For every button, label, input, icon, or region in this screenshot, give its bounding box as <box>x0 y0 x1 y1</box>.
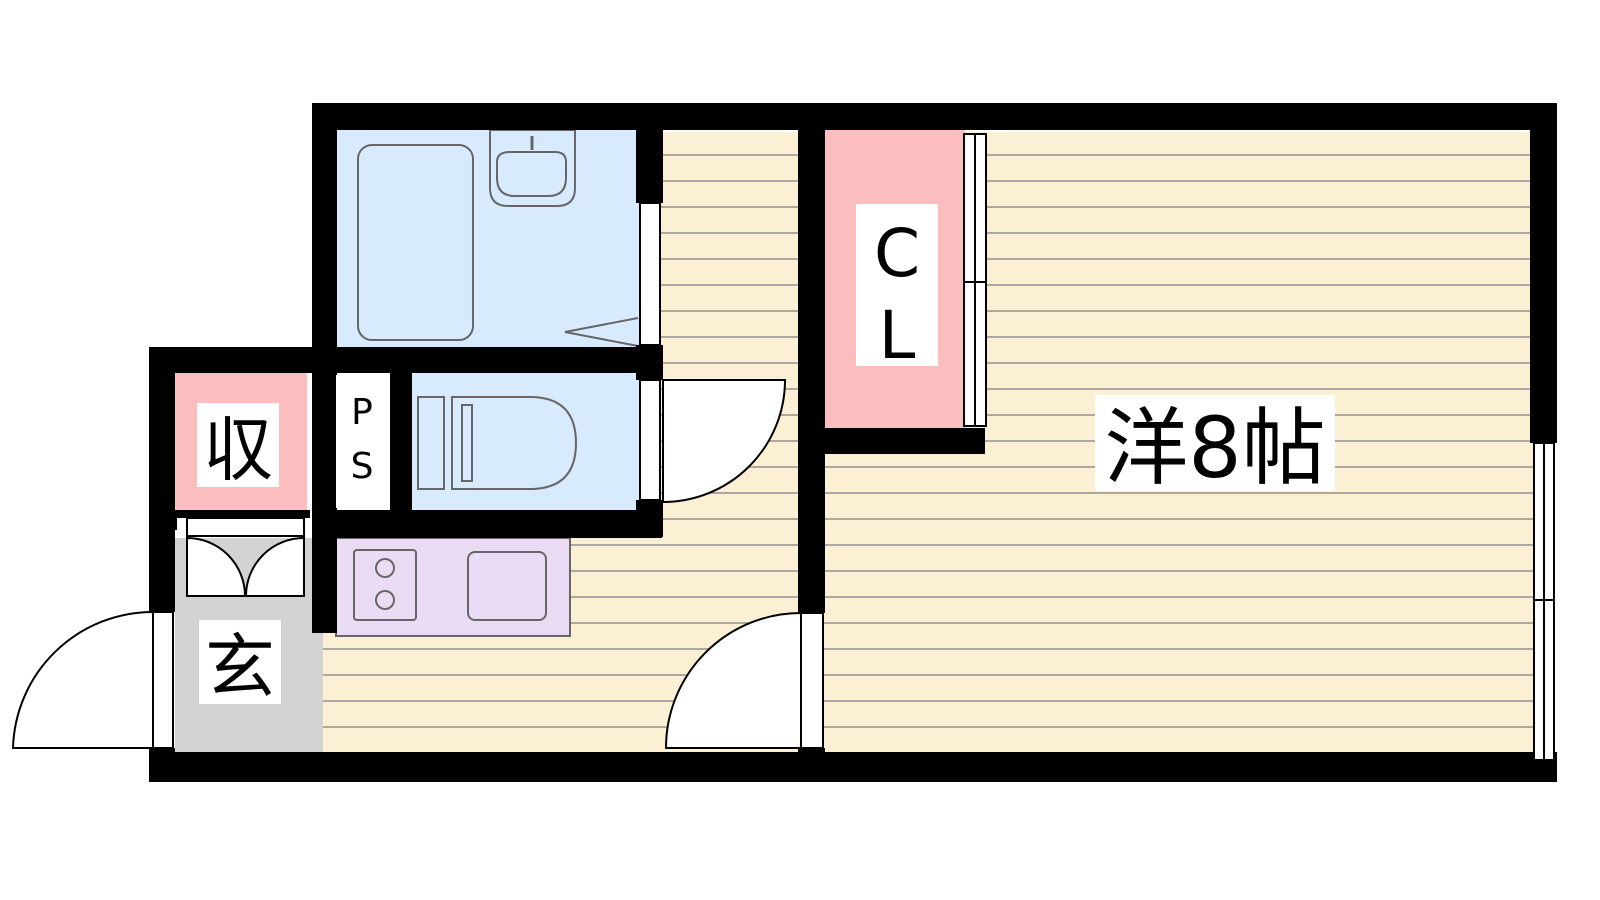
bathtub <box>357 144 474 341</box>
window <box>963 133 1555 761</box>
entrance-label-bg <box>199 620 281 704</box>
pipe-space-label-s: S <box>351 446 374 487</box>
toilet-bowl <box>451 396 578 490</box>
burner-icon <box>375 590 395 610</box>
washbasin-bowl <box>496 151 567 197</box>
entrance-label: 玄 <box>205 626 275 708</box>
stove <box>353 549 417 621</box>
storage-label: 収 <box>203 409 273 491</box>
sink <box>467 551 547 621</box>
closet-label-c: C <box>874 215 920 292</box>
door-jambs <box>152 202 824 749</box>
western-room-label: 洋8帖 <box>1104 399 1325 497</box>
western-room-label-bg <box>1095 395 1335 491</box>
washbasin <box>489 129 576 207</box>
toilet-tank <box>417 396 445 490</box>
pipe-space-label-bg <box>336 375 388 508</box>
toilet-lid <box>461 404 473 482</box>
shower-mark <box>564 317 639 347</box>
closet-label-l: L <box>879 297 916 374</box>
storage-label-bg <box>197 403 279 487</box>
toilet-room <box>412 373 642 513</box>
closet-label-bg <box>856 204 938 366</box>
walls <box>149 103 1557 782</box>
door-swing <box>11 379 802 749</box>
pipe-space-label-p: P <box>351 392 373 433</box>
burner-icon <box>375 558 395 578</box>
